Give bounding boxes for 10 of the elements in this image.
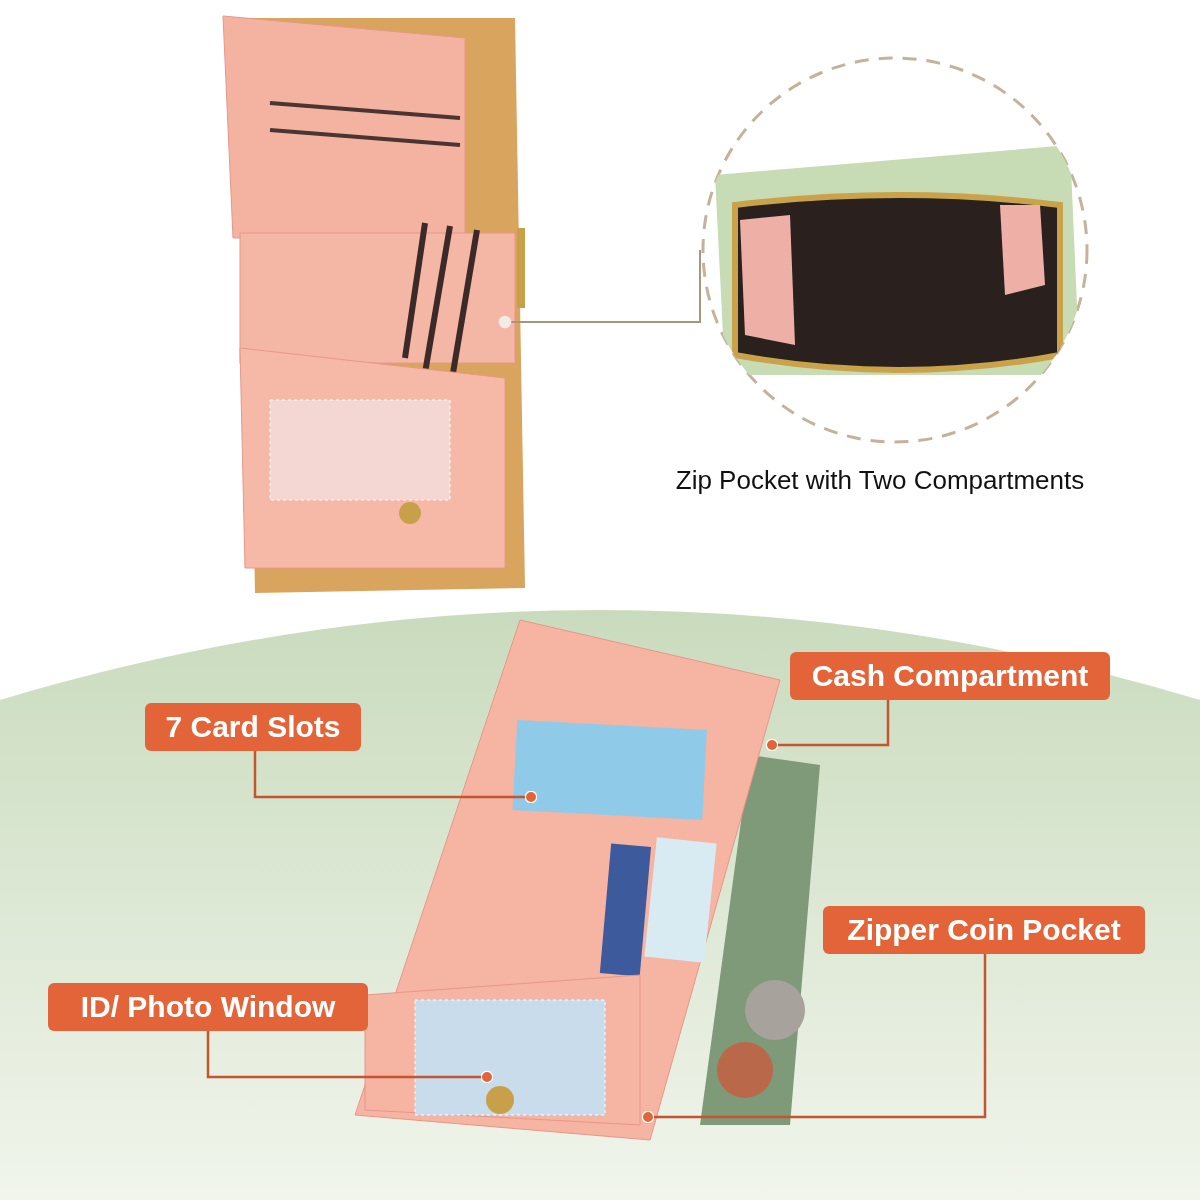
leader-line [498,249,701,329]
leader-line [765,700,890,752]
callout-label: ID/ Photo Window [48,983,368,1031]
leader-line [641,954,987,1124]
leader-line [206,1031,494,1084]
callout-label: 7 Card Slots [145,703,361,751]
image-caption: Zip Pocket with Two Compartments [674,465,1086,496]
leader-line [253,751,538,804]
callout-label: Zipper Coin Pocket [823,906,1145,954]
callout-label: Cash Compartment [790,652,1110,700]
